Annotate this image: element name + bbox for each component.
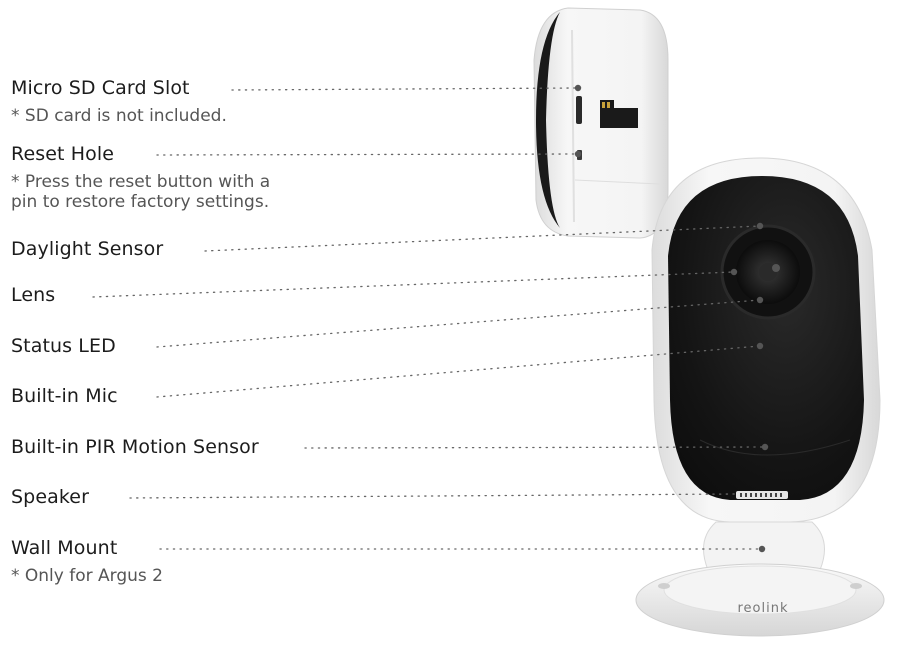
leader-lines [92,87,766,550]
leader-mic [156,345,761,398]
sd-card-icon [600,100,638,128]
leader-led [156,299,761,348]
leader-daylight [204,225,761,252]
label-micro-sd-card-slot: Micro SD Card Slot [11,77,190,99]
leader-speaker [129,493,737,499]
leader-lens [92,271,735,298]
camera-front-view: reolink [635,157,885,637]
speaker-grille-icon [736,491,788,499]
leader-reset [156,153,579,156]
note-wall-mount: * Only for Argus 2 [11,566,163,586]
note-sd-card: * SD card is not included. [11,106,227,126]
leader-pir [304,446,766,449]
leader-dots [574,84,769,553]
label-lens: Lens [11,284,56,306]
label-status-led: Status LED [11,335,116,357]
label-built-in-mic: Built-in Mic [11,385,118,407]
label-speaker: Speaker [11,486,89,508]
label-pir-motion-sensor: Built-in PIR Motion Sensor [11,436,259,458]
leader-sd [231,87,579,91]
sd-slot-icon [576,96,582,124]
brand-logo: reolink [737,601,788,616]
label-reset-hole: Reset Hole [11,143,114,165]
label-wall-mount: Wall Mount [11,537,118,559]
note-reset-line2: pin to restore factory settings. [11,192,270,212]
label-daylight-sensor: Daylight Sensor [11,238,164,260]
camera-side-view [533,7,669,239]
note-reset-line1: * Press the reset button with a [11,172,271,192]
